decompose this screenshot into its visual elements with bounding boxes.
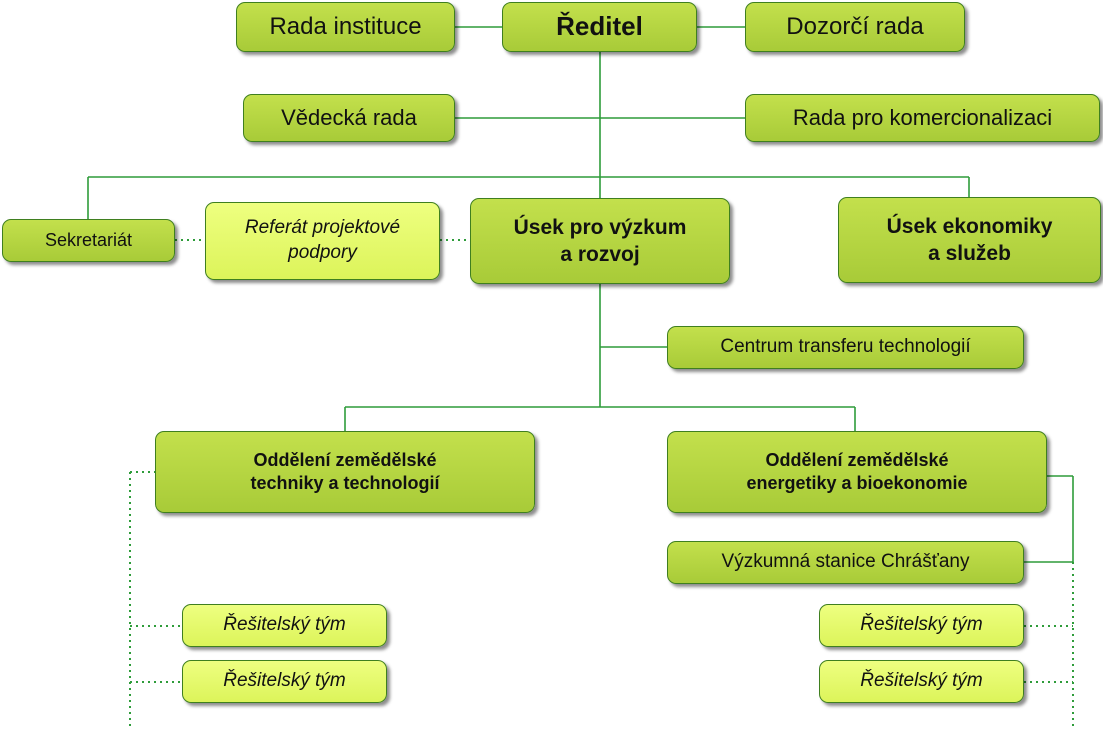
tym-right-1-box: Řešitelský tým [819,604,1024,647]
vedecka-rada-box: Vědecká rada [243,94,455,142]
usek-vyzkum-label: Úsek pro výzkum a rozvoj [513,215,687,266]
stanice-box: Výzkumná stanice Chrášťany [667,541,1024,584]
tym-left-1-box: Řešitelský tým [182,604,387,647]
oddeleni-techniky-label: Oddělení zemědělské techniky a technolog… [250,449,440,493]
reditel-box: Ředitel [502,2,697,52]
oddeleni-energetiky-label: Oddělení zemědělské energetiky a bioekon… [746,449,968,493]
oddeleni-techniky-box: Oddělení zemědělské techniky a technolog… [155,431,535,513]
tym-left-2-box: Řešitelský tým [182,660,387,703]
sekretariat-box: Sekretariát [2,219,175,262]
rada-instituce-box: Rada instituce [236,2,455,52]
vedecka-rada-label: Vědecká rada [281,104,417,130]
referat-label: Referát projektové podpory [244,217,401,263]
reditel-label: Ředitel [556,11,643,42]
centrum-transferu-box: Centrum transferu technologií [667,326,1024,369]
tym-right-2-box: Řešitelský tým [819,660,1024,703]
dozorci-rada-label: Dozorčí rada [786,13,924,41]
sekretariat-label: Sekretariát [44,229,133,250]
tym-right-1-label: Řešitelský tým [860,614,983,636]
referat-box: Referát projektové podpory [205,202,440,280]
rada-komercionalizace-label: Rada pro komercionalizaci [792,104,1053,130]
tym-left-2-label: Řešitelský tým [223,670,346,692]
centrum-transferu-label: Centrum transferu technologií [720,336,971,358]
stanice-label: Výzkumná stanice Chrášťany [721,551,970,573]
tym-left-1-label: Řešitelský tým [223,614,346,636]
rada-komercionalizace-box: Rada pro komercionalizaci [745,94,1100,142]
oddeleni-energetiky-box: Oddělení zemědělské energetiky a bioekon… [667,431,1047,513]
usek-ekonomiky-label: Úsek ekonomiky a služeb [886,214,1053,265]
rada-instituce-label: Rada instituce [269,13,422,41]
usek-vyzkum-box: Úsek pro výzkum a rozvoj [470,198,730,284]
tym-right-2-label: Řešitelský tým [860,670,983,692]
usek-ekonomiky-box: Úsek ekonomiky a služeb [838,197,1101,283]
dozorci-rada-box: Dozorčí rada [745,2,965,52]
